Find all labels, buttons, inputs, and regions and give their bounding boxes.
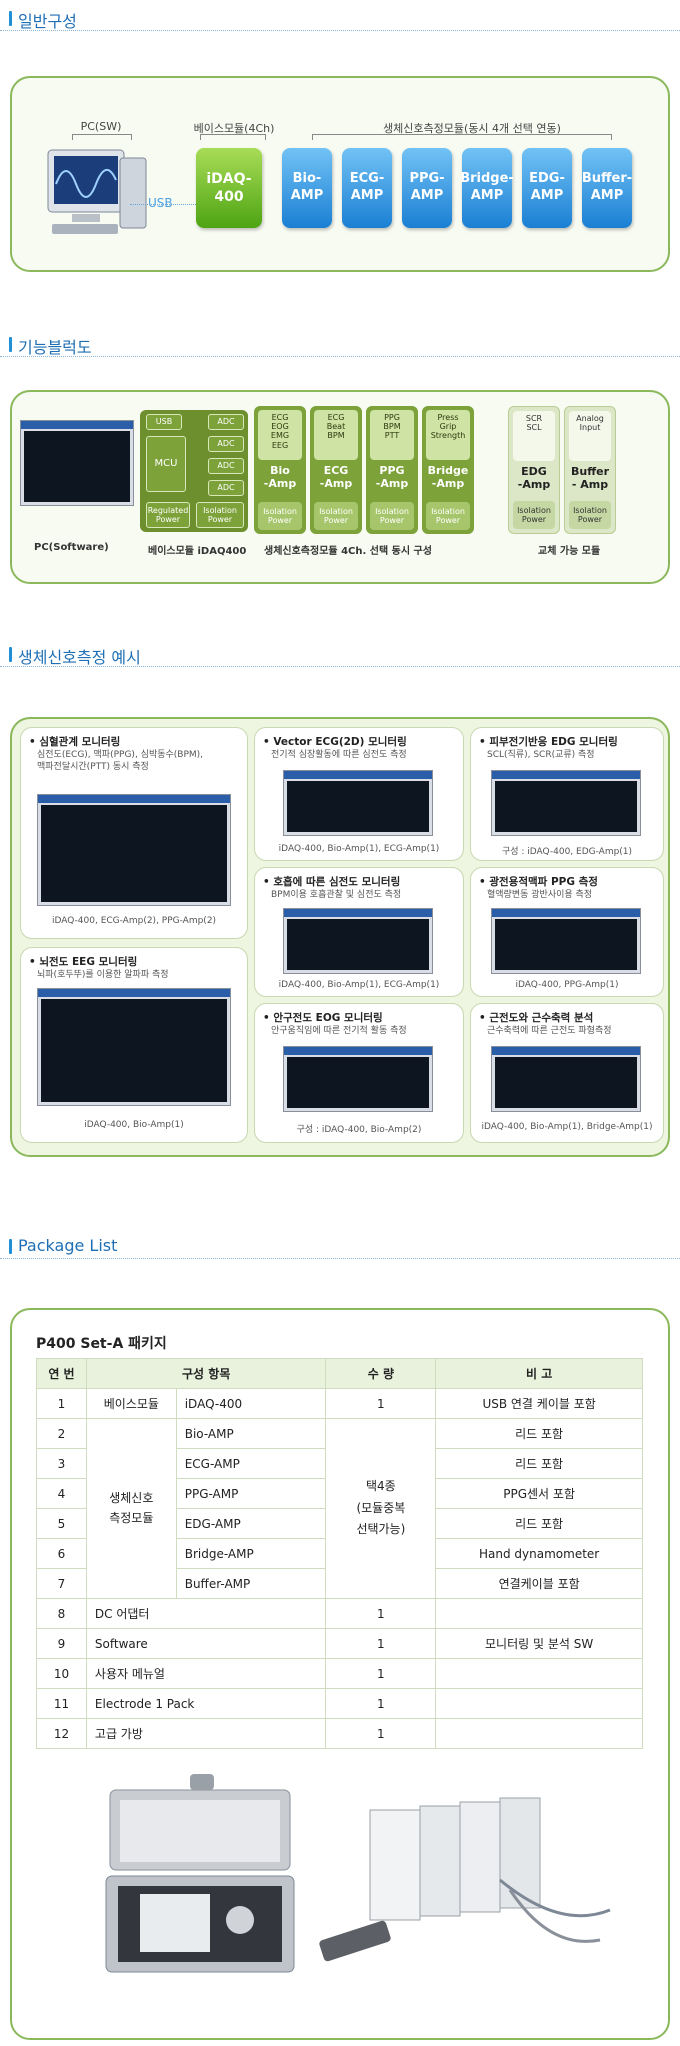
table-row: 12 고급 가방 1 [36, 1718, 643, 1749]
block-module-bridge: Press Grip Strength Bridge -Amp Isolatio… [422, 406, 474, 534]
mcu-chip: MCU [146, 436, 186, 492]
pc-software-screenshot [20, 420, 134, 506]
block-module-bio: ECG EOG EMG EEG Bio -Amp Isolation Power [254, 406, 306, 534]
base-caption: 베이스모듈 iDAQ400 [148, 546, 247, 557]
block-module-buffer: Analog Input Buffer - Amp Isolation Powe… [564, 406, 616, 534]
section-title: Package List [18, 1236, 118, 1255]
table-row: 10 사용자 메뉴얼 1 [36, 1658, 643, 1689]
example-card: • 호흡에 따른 심전도 모니터링 BPM이용 호흡관찰 및 심전도 측정 iD… [254, 867, 464, 997]
example-card: • 뇌전도 EEG 모니터링 뇌파(호두뚜)를 이용한 알파파 측정 iDAQ-… [20, 947, 248, 1143]
table-header-row: 연 번 구성 항목 수 량 비 고 [36, 1358, 643, 1389]
package-table: 연 번 구성 항목 수 량 비 고 1 베이스모듈 iDAQ-400 1 USB… [36, 1358, 643, 1749]
block-module-ecg: ECG Beat BPM ECG -Amp Isolation Power [310, 406, 362, 534]
table-row: 1 베이스모듈 iDAQ-400 1 USB 연결 케이블 포함 [36, 1388, 643, 1419]
modules-photo [319, 1797, 611, 1962]
block-module-edg: SCR SCL EDG -Amp Isolation Power [508, 406, 560, 534]
regulated-power: Regulated Power [146, 502, 190, 528]
section-title: 기능블럭도 [18, 338, 92, 357]
carrying-case-photo [105, 1774, 295, 1973]
module-bio-amp: Bio- AMP [282, 148, 332, 228]
table-row: 8 DC 어댑터 1 [36, 1598, 643, 1629]
isolation-power: Isolation Power [196, 502, 244, 528]
example-card: • 심혈관계 모니터링 심전도(ECG), 맥파(PPG), 심박동수(BPM)… [20, 727, 248, 939]
section-header-general: 일반구성 [0, 6, 680, 32]
section-header-block: 기능블럭도 [0, 332, 680, 358]
example-card: • 피부전기반응 EDG 모니터링 SCL(직류), SCR(교류) 측정 구성… [470, 727, 664, 861]
pc-illustration [47, 149, 147, 234]
section-header-examples: 생체신호측정 예시 [0, 642, 680, 668]
table-row: 2 생체신호 측정모듈 Bio-AMP 택4종 (모듈중복 선택가능) 리드 포… [36, 1418, 643, 1599]
block-panel: PC(Software) USB MCU ADC ADC ADC ADC Reg… [10, 390, 670, 584]
module-bridge-amp: Bridge- AMP [460, 148, 514, 228]
adc-chip: ADC [208, 458, 244, 474]
general-panel: PC(SW) 베이스모듈(4Ch) 생체신호측정모듈(동시 4개 선택 연동) … [10, 76, 670, 272]
swap-caption: 교체 가능 모듈 [538, 546, 601, 557]
table-row: 6 Bridge-AMP Hand dynamometer [36, 1538, 643, 1569]
usb-label: USB [148, 196, 173, 210]
adc-chip: ADC [208, 480, 244, 496]
adc-chip: ADC [208, 436, 244, 452]
block-module-ppg: PPG BPM PTT PPG -Amp Isolation Power [366, 406, 418, 534]
example-card: • 광전용적맥파 PPG 측정 혈액량변동 광반사이용 측정 iDAQ-400,… [470, 867, 664, 997]
section-header-package: Package List [0, 1234, 680, 1260]
bio-caption: 생체신호측정모듈 4Ch. 선택 동시 구성 [264, 546, 432, 557]
section-title: 일반구성 [18, 12, 77, 31]
module-ppg-amp: PPG- AMP [402, 148, 452, 228]
base-module-idaq400: iDAQ- 400 [196, 148, 262, 228]
section-title: 생체신호측정 예시 [18, 648, 141, 667]
table-row: 3 ECG-AMP 리드 포함 [36, 1448, 643, 1479]
table-row: 11 Electrode 1 Pack 1 [36, 1688, 643, 1719]
table-row: 9 Software 1 모니터링 및 분석 SW [36, 1628, 643, 1659]
adc-chip: ADC [208, 414, 244, 430]
pc-caption: PC(Software) [34, 542, 109, 553]
module-ecg-amp: ECG- AMP [342, 148, 392, 228]
pc-label: PC(SW) [80, 120, 122, 133]
example-card: • 안구전도 EOG 모니터링 안구움직임에 따른 전기적 활동 측정 구성 :… [254, 1003, 464, 1143]
module-edg-amp: EDG- AMP [522, 148, 572, 228]
package-title: P400 Set-A 패키지 [36, 1336, 167, 1352]
example-card: • 근전도와 근수축력 분석 근수축력에 따른 근전도 파형측정 iDAQ-40… [470, 1003, 664, 1143]
bio-label: 생체신호측정모듈(동시 4개 선택 연동) [383, 122, 561, 135]
module-buffer-amp: Buffer- AMP [582, 148, 632, 228]
examples-panel: • 심혈관계 모니터링 심전도(ECG), 맥파(PPG), 심박동수(BPM)… [10, 717, 670, 1157]
usb-chip: USB [146, 414, 182, 430]
base-label: 베이스모듈(4Ch) [193, 122, 275, 135]
table-row: 5 EDG-AMP 리드 포함 [36, 1508, 643, 1539]
example-card: • Vector ECG(2D) 모니터링 전기적 심장활동에 따른 심전도 측… [254, 727, 464, 861]
